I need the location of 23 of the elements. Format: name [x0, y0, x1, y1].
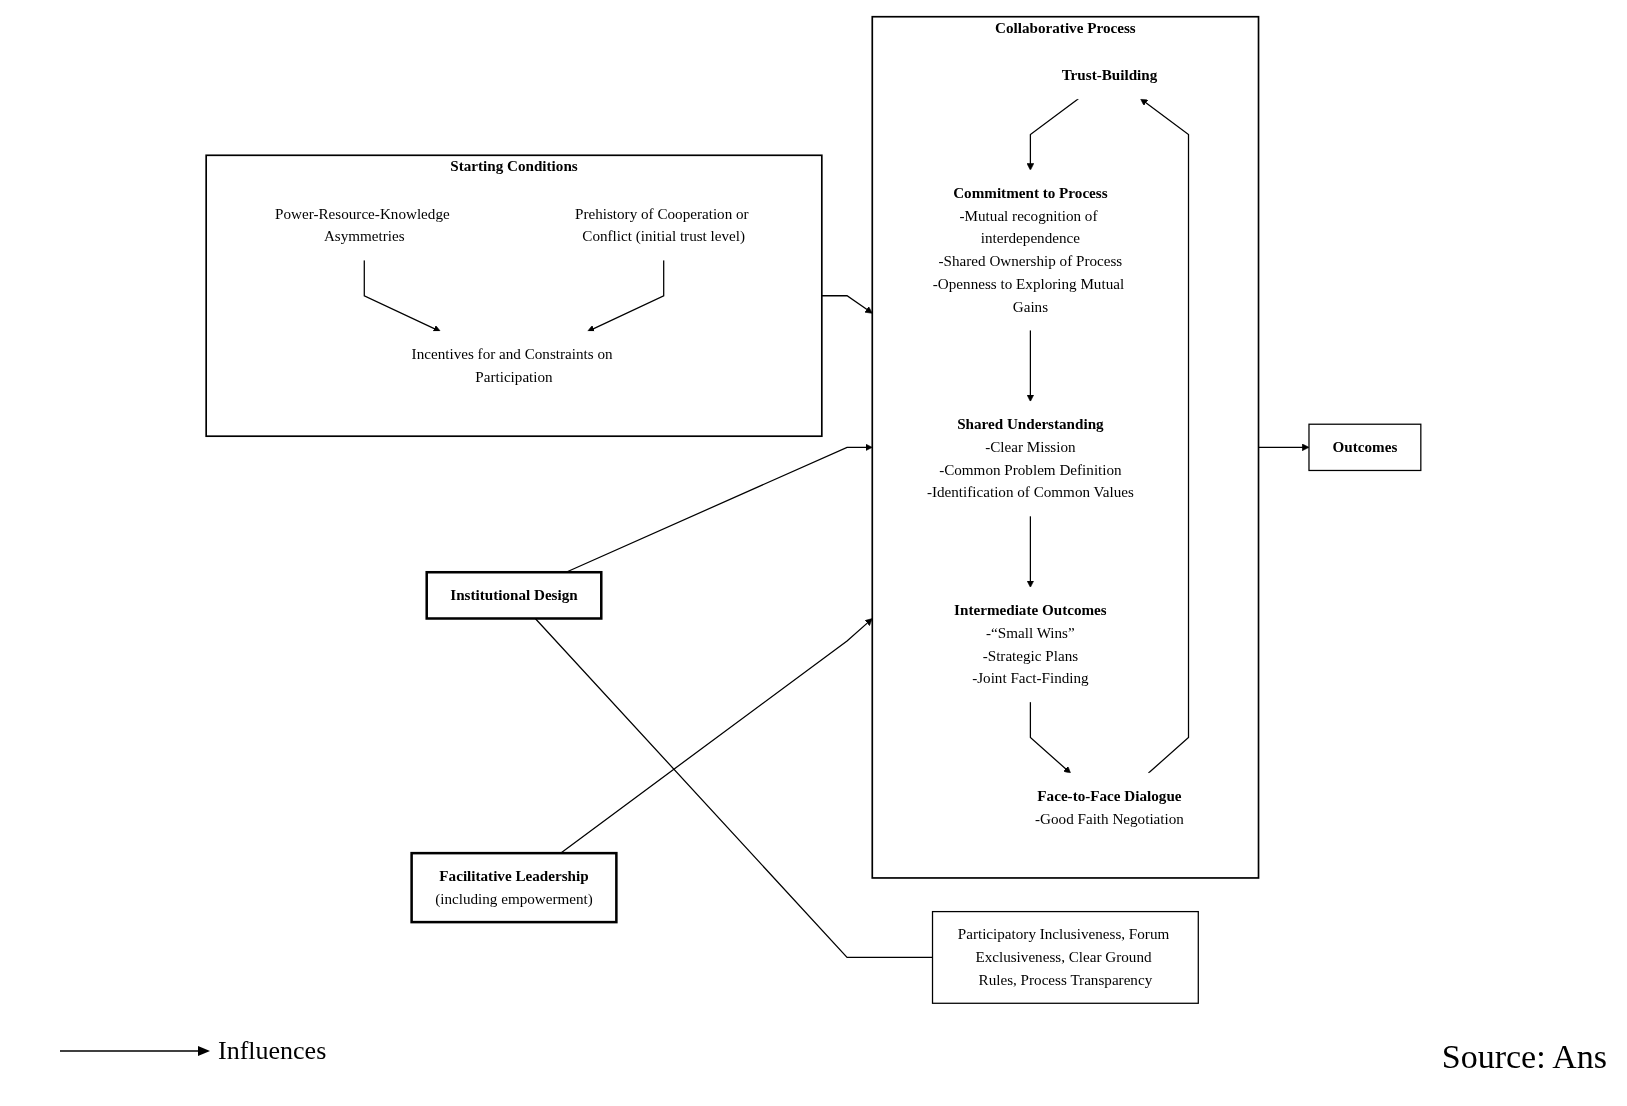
arrow [1026, 329, 1035, 402]
node-text: Commitment to Process -Mutual recognition of interdependence -Shared Ownership of Process -Openness to Exploring Mutual Gains [932, 184, 1125, 315]
arrow [363, 259, 441, 332]
node-text: Shared Understanding -Clear Mission -Common Problem Definition -Identification of Common Values [926, 415, 1134, 501]
arrow [1026, 515, 1035, 588]
node-text: Intermediate Outcomes -“Small Wins” -Strategic Plans -Joint Fact-Finding [954, 601, 1107, 687]
source-note: Source: Ans [1441, 1038, 1607, 1076]
node-text: Power-Resource-Knowledge Asymmetries [275, 205, 450, 245]
node-box: Participatory Inclusiveness, Forum Exclusiveness, Clear Ground Rules, Process Transparency [931, 910, 1199, 1004]
arrow [587, 259, 665, 332]
arrow [559, 618, 873, 854]
arrow [821, 295, 873, 314]
node-text: Trust-Building [1061, 66, 1158, 84]
node-box: Facilitative Leadership (including empowerment) [410, 851, 618, 924]
arrow [1140, 98, 1190, 774]
legend-text: Influences [218, 1036, 327, 1066]
node-text: Prehistory of Cooperation or Conflict (initial trust level) [574, 205, 749, 245]
node-box: Institutional Design [425, 571, 603, 620]
arrow [1026, 98, 1080, 171]
arrow [1029, 701, 1071, 774]
node-text: Incentives for and Constraints on Participation [411, 345, 613, 386]
node-text: Face-to-Face Dialogue -Good Faith Negotiation [1035, 787, 1184, 828]
node-box: Outcomes [1308, 423, 1422, 472]
